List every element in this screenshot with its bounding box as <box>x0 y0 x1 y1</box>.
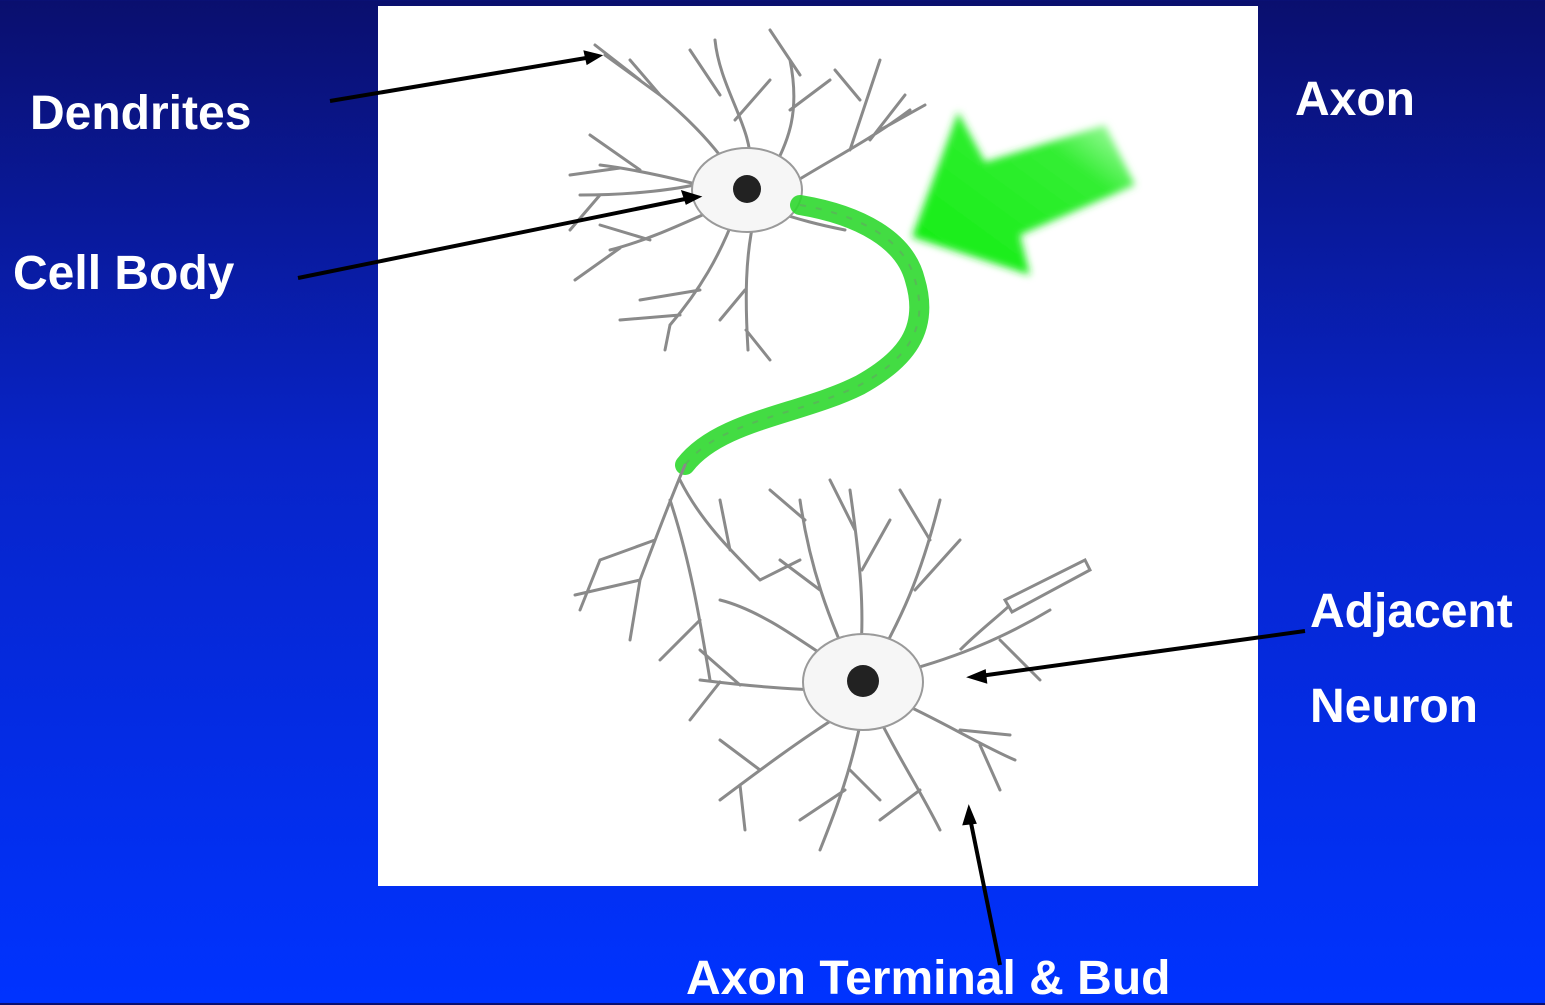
cell-body-label: Cell Body <box>13 250 234 298</box>
axon-terminal-arrowhead <box>965 810 974 823</box>
cell-body-leader-line <box>298 198 690 278</box>
axon-highlight <box>685 205 919 465</box>
upper-nucleus-icon <box>733 175 761 203</box>
green-arrow-icon <box>912 112 1135 275</box>
adjacent-neuron-leader-line <box>980 631 1305 676</box>
axon-terminal-branches <box>575 465 800 680</box>
neuron-label: Neuron <box>1310 683 1478 731</box>
lower-axon-stub <box>960 560 1090 650</box>
dendrites-label: Dendrites <box>30 90 251 138</box>
axon-label: Axon <box>1295 76 1415 124</box>
axon-terminal-leader-line <box>970 818 1000 965</box>
dendrites-leader-line <box>330 57 592 101</box>
dendrites-arrowhead <box>586 53 598 62</box>
axon-terminal-label: Axon Terminal & Bud <box>686 955 1170 1003</box>
adjacent-label: Adjacent <box>1310 588 1513 636</box>
lower-nucleus-icon <box>847 665 879 697</box>
adjacent-neuron-arrowhead <box>972 672 985 681</box>
